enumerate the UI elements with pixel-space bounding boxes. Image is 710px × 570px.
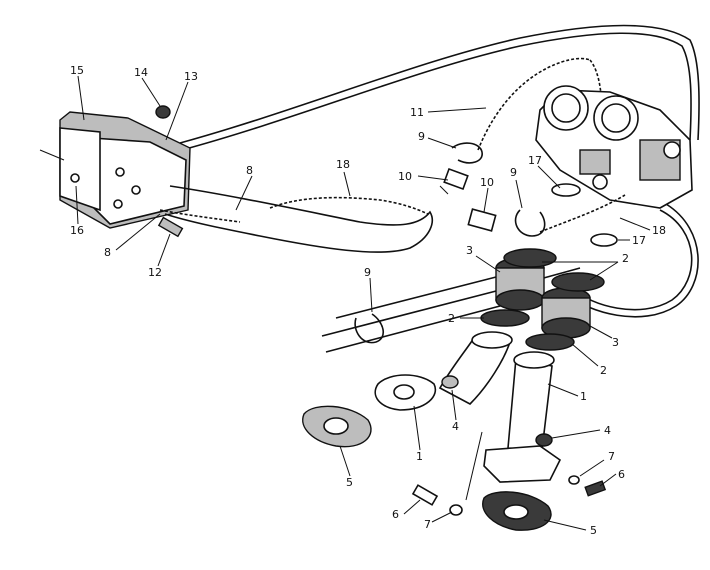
callout-5-left: 5 [346,476,353,489]
clamp-2-left [480,309,530,327]
callout-11: 11 [410,106,424,119]
callout-14: 14 [134,66,148,79]
nut-4-left [441,375,459,389]
callout-8-pipe: 8 [246,164,253,177]
screw-12 [157,216,184,238]
screw-6-right [584,480,607,497]
callout-1-right: 1 [580,390,587,403]
callout-5-right: 5 [590,524,597,537]
gasket-5-right [482,491,552,531]
carburetor-assembly [535,85,693,209]
sleeve-3-right [541,287,591,339]
callout-6-lower: 6 [392,508,399,521]
callout-9-upper: 9 [418,130,425,143]
callout-3-left: 3 [466,244,473,257]
clamp-2-top-left [503,248,557,268]
clip-9-lower [354,313,384,344]
callout-16: 16 [70,224,84,237]
fuel-pipe [164,185,434,253]
clamp-2-top-right [551,272,605,292]
spring-sleeve-right [539,194,626,233]
callout-18-left: 18 [336,158,350,171]
nut-4-right [535,433,553,447]
washer-7-lower [449,504,463,516]
callout-6-right: 6 [618,468,625,481]
callout-1-left: 1 [416,450,423,463]
screw-6-lower [411,484,439,506]
callout-9-right: 9 [510,166,517,179]
callout-18-right: 18 [652,224,666,237]
callout-17-lower: 17 [632,234,646,247]
leader-lines [75,75,651,531]
fitting-10-lower [467,208,497,232]
callout-3-right: 3 [612,336,619,349]
airbox-housing [39,105,191,229]
callout-7-lower: 7 [424,518,431,531]
spring-sleeve-left [159,196,429,223]
callout-10-lower: 10 [480,176,494,189]
callout-12: 12 [148,266,162,279]
callout-4-left: 4 [452,420,459,433]
intake-manifold-right [483,351,562,483]
callout-2-right: 2 [600,364,607,377]
clip-9-upper [451,142,483,164]
coiled-hose-11 [477,57,603,151]
clamp-2-right [525,333,575,351]
callout-9-lower: 9 [364,266,371,279]
gasket-5-left [302,405,372,448]
callout-2-top: 2 [622,252,629,265]
intake-manifold-left [374,331,513,411]
callout-4-right: 4 [604,424,611,437]
washer-7-right [568,475,580,485]
callout-labels: 15 14 13 11 9 18 10 10 9 17 18 17 8 8 16… [70,64,666,537]
callout-13: 13 [184,70,198,83]
washer-17-upper [551,183,581,197]
callout-7-right: 7 [608,450,615,463]
callout-10-upper: 10 [398,170,412,183]
callout-17-upper: 17 [528,154,542,167]
washer-17-lower [590,233,618,247]
vent-hose [179,24,700,151]
fitting-10-upper [439,167,469,195]
callout-15: 15 [70,64,84,77]
callout-8-airbox: 8 [104,246,111,259]
clip-9-right [514,209,546,237]
return-hose-loop [569,203,699,318]
callout-2-left: 2 [448,312,455,325]
